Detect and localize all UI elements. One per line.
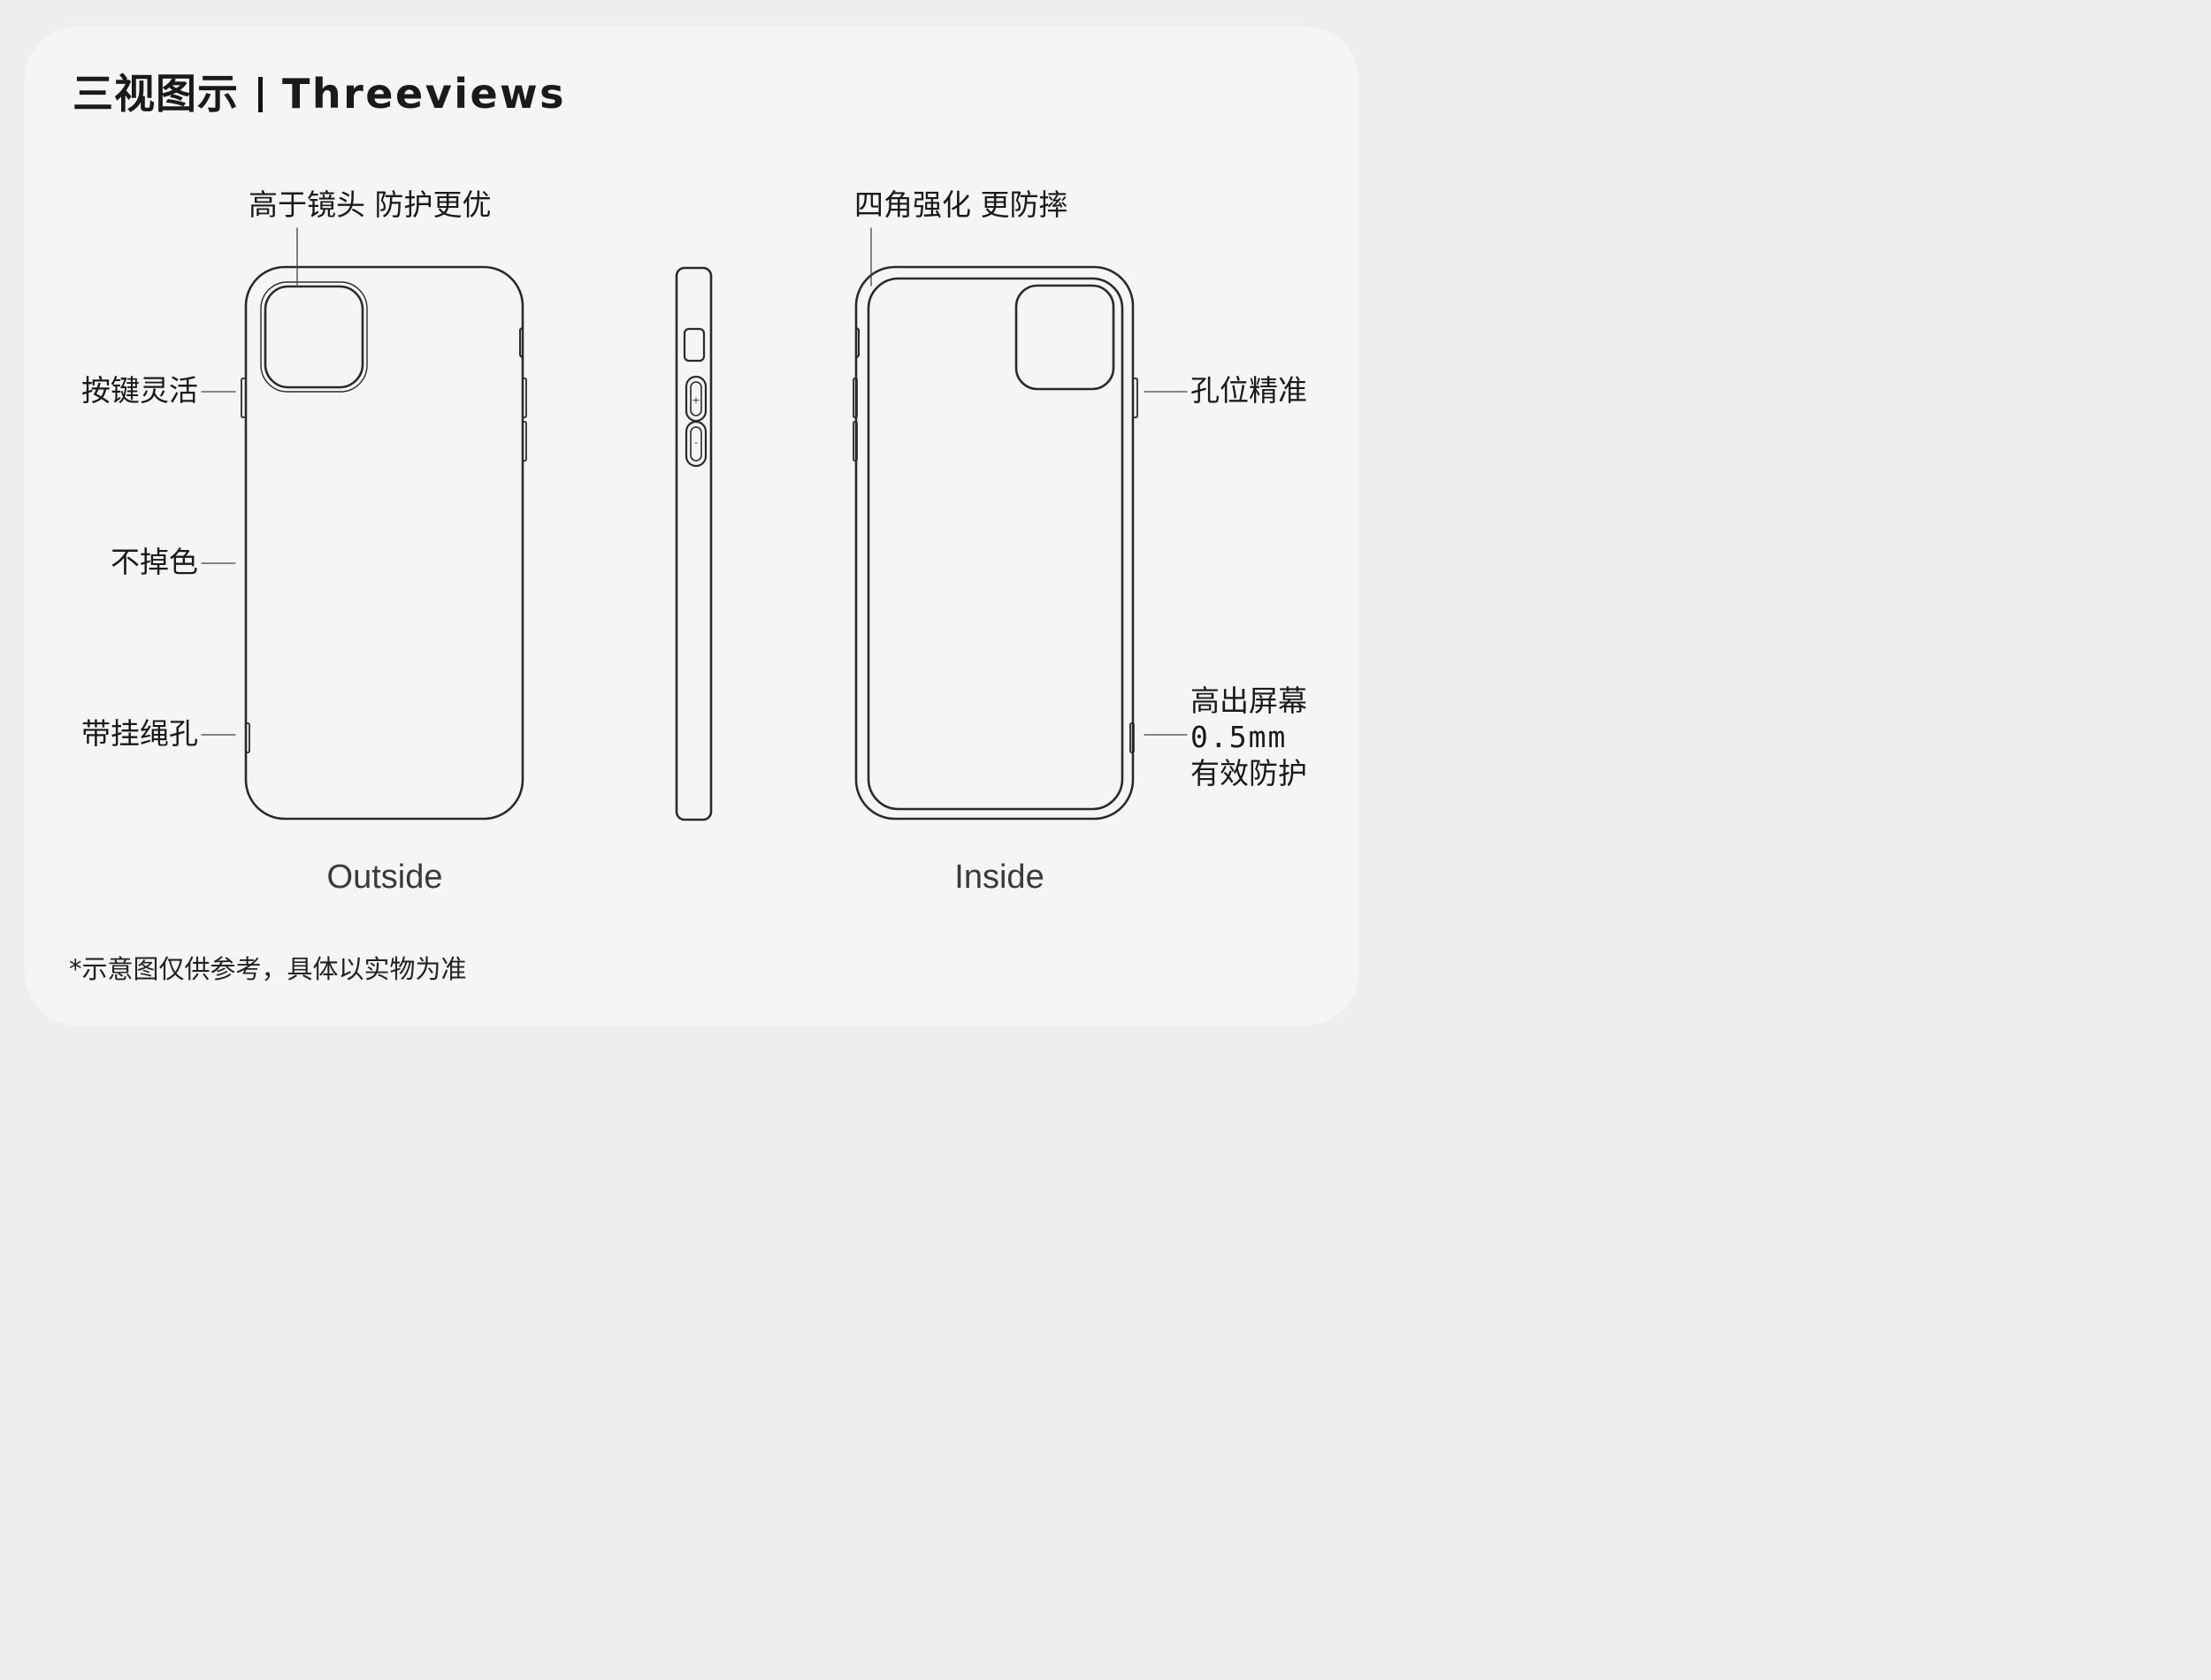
callout-lanyard: 带挂绳孔 bbox=[81, 716, 198, 751]
inside-view-case bbox=[853, 265, 1138, 821]
diagram-card bbox=[25, 27, 1358, 1026]
inside-camera-cutout bbox=[1014, 284, 1115, 391]
title-zh: 三视图示 bbox=[73, 70, 239, 118]
outside-right-button-1 bbox=[522, 378, 527, 418]
callout-screen-line1: 高出屏幕 bbox=[1190, 683, 1307, 718]
footnote: *示意图仅供参考，具体以实物为准 bbox=[69, 954, 467, 984]
inside-left-notch bbox=[855, 326, 860, 359]
leader-lines bbox=[201, 227, 1188, 736]
side-volume-up-inner bbox=[690, 381, 702, 416]
callout-buttons: 按键灵活 bbox=[81, 373, 198, 408]
camera-ring-outer bbox=[260, 281, 368, 393]
inside-left-button-1 bbox=[853, 378, 858, 418]
callout-holes: 孔位精准 bbox=[1190, 373, 1307, 408]
outside-right-notch bbox=[519, 326, 524, 359]
inside-right-button bbox=[1132, 378, 1138, 418]
title-separator bbox=[258, 77, 263, 112]
outside-view-case bbox=[241, 265, 527, 821]
camera-bump bbox=[264, 285, 364, 389]
three-views-diagram: + - bbox=[201, 227, 1188, 821]
side-view-case bbox=[675, 266, 713, 821]
inside-case-inner-lip bbox=[867, 277, 1124, 811]
caption-inside: Inside bbox=[954, 859, 1044, 896]
callout-color: 不掉色 bbox=[111, 545, 198, 579]
title-en: Threeviews bbox=[282, 70, 567, 118]
side-case-outline bbox=[675, 266, 713, 821]
page-title: 三视图示 Threeviews bbox=[73, 69, 566, 118]
outside-left-button bbox=[241, 378, 247, 418]
callout-camera: 高于镜头 防护更优 bbox=[249, 187, 492, 222]
side-minus-sign: - bbox=[694, 437, 698, 448]
outside-case-outline bbox=[244, 265, 524, 821]
side-mute-switch bbox=[683, 327, 706, 363]
lanyard-hole bbox=[245, 722, 250, 753]
side-plus-sign: + bbox=[692, 394, 700, 406]
inside-left-button-2 bbox=[853, 421, 858, 462]
inside-case-outline bbox=[854, 265, 1135, 821]
side-volume-down-outer bbox=[685, 420, 708, 468]
outside-right-button-2 bbox=[522, 421, 527, 462]
callout-screen-line2: 0.5mm bbox=[1190, 720, 1288, 754]
callout-screen: 高出屏幕 0.5mm 有效防护 bbox=[1190, 683, 1307, 791]
inside-lanyard-hole bbox=[1129, 722, 1135, 753]
callout-screen-line3: 有效防护 bbox=[1190, 756, 1307, 790]
caption-outside: Outside bbox=[326, 859, 443, 896]
side-volume-down-inner bbox=[690, 426, 702, 462]
callout-corners: 四角强化 更防摔 bbox=[854, 187, 1068, 222]
